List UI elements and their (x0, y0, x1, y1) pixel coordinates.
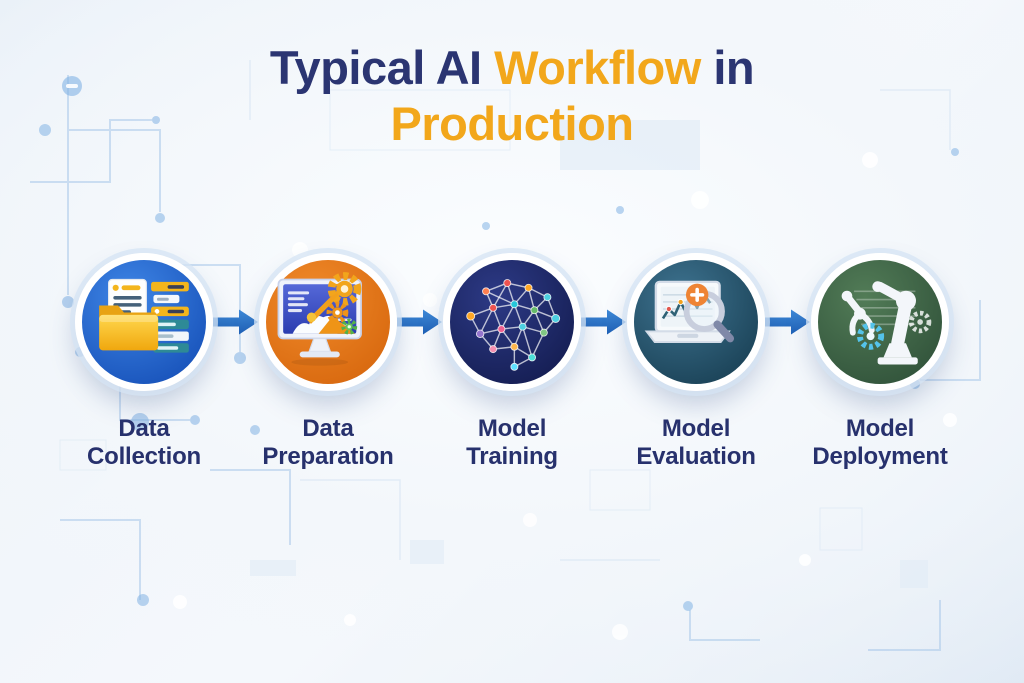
flow-arrow-icon (765, 309, 810, 335)
model-training-circle (443, 253, 581, 391)
step-label-data-preparation: Data Preparation (262, 415, 394, 471)
data-collection-circle (75, 253, 213, 391)
title-part-1: Typical AI (269, 41, 482, 94)
monitor-gears-icon (277, 272, 362, 366)
title-part-3: in (713, 41, 755, 94)
step-label-model-evaluation: Model Evaluation (636, 415, 756, 471)
model-deployment-circle (811, 253, 949, 391)
data-preparation-circle (259, 253, 397, 391)
flow-arrow-icon (397, 309, 442, 335)
flow-arrow-icon (581, 309, 626, 335)
laptop-chart-magnifier-icon (644, 280, 735, 343)
model-evaluation-circle (627, 253, 765, 391)
step-label-model-deployment: Model Deployment (812, 415, 948, 471)
workflow-row: Data Collection (0, 253, 1024, 472)
robot-arm-gears-icon (841, 281, 932, 365)
step-label-model-training: Model Training (466, 415, 558, 471)
title-line-2: Production (390, 97, 634, 151)
workflow-step-model-training: Model Training (426, 253, 598, 472)
neural-network-icon (466, 279, 561, 371)
flow-arrow-icon (213, 309, 258, 335)
page-title: Typical AI Workflow in Production (0, 40, 1024, 153)
step-label-data-collection: Data Collection (86, 415, 201, 471)
workflow-step-model-evaluation: Model Evaluation (610, 253, 782, 472)
workflow-step-data-collection: Data Collection (58, 253, 230, 472)
workflow-step-model-deployment: Model Deployment (794, 253, 966, 472)
title-part-2: Workflow (494, 41, 701, 94)
workflow-step-data-preparation: Data Preparation (242, 253, 414, 472)
title-line-1: Typical AI Workflow in (0, 40, 1024, 96)
folder-documents-data-icon (99, 278, 189, 353)
